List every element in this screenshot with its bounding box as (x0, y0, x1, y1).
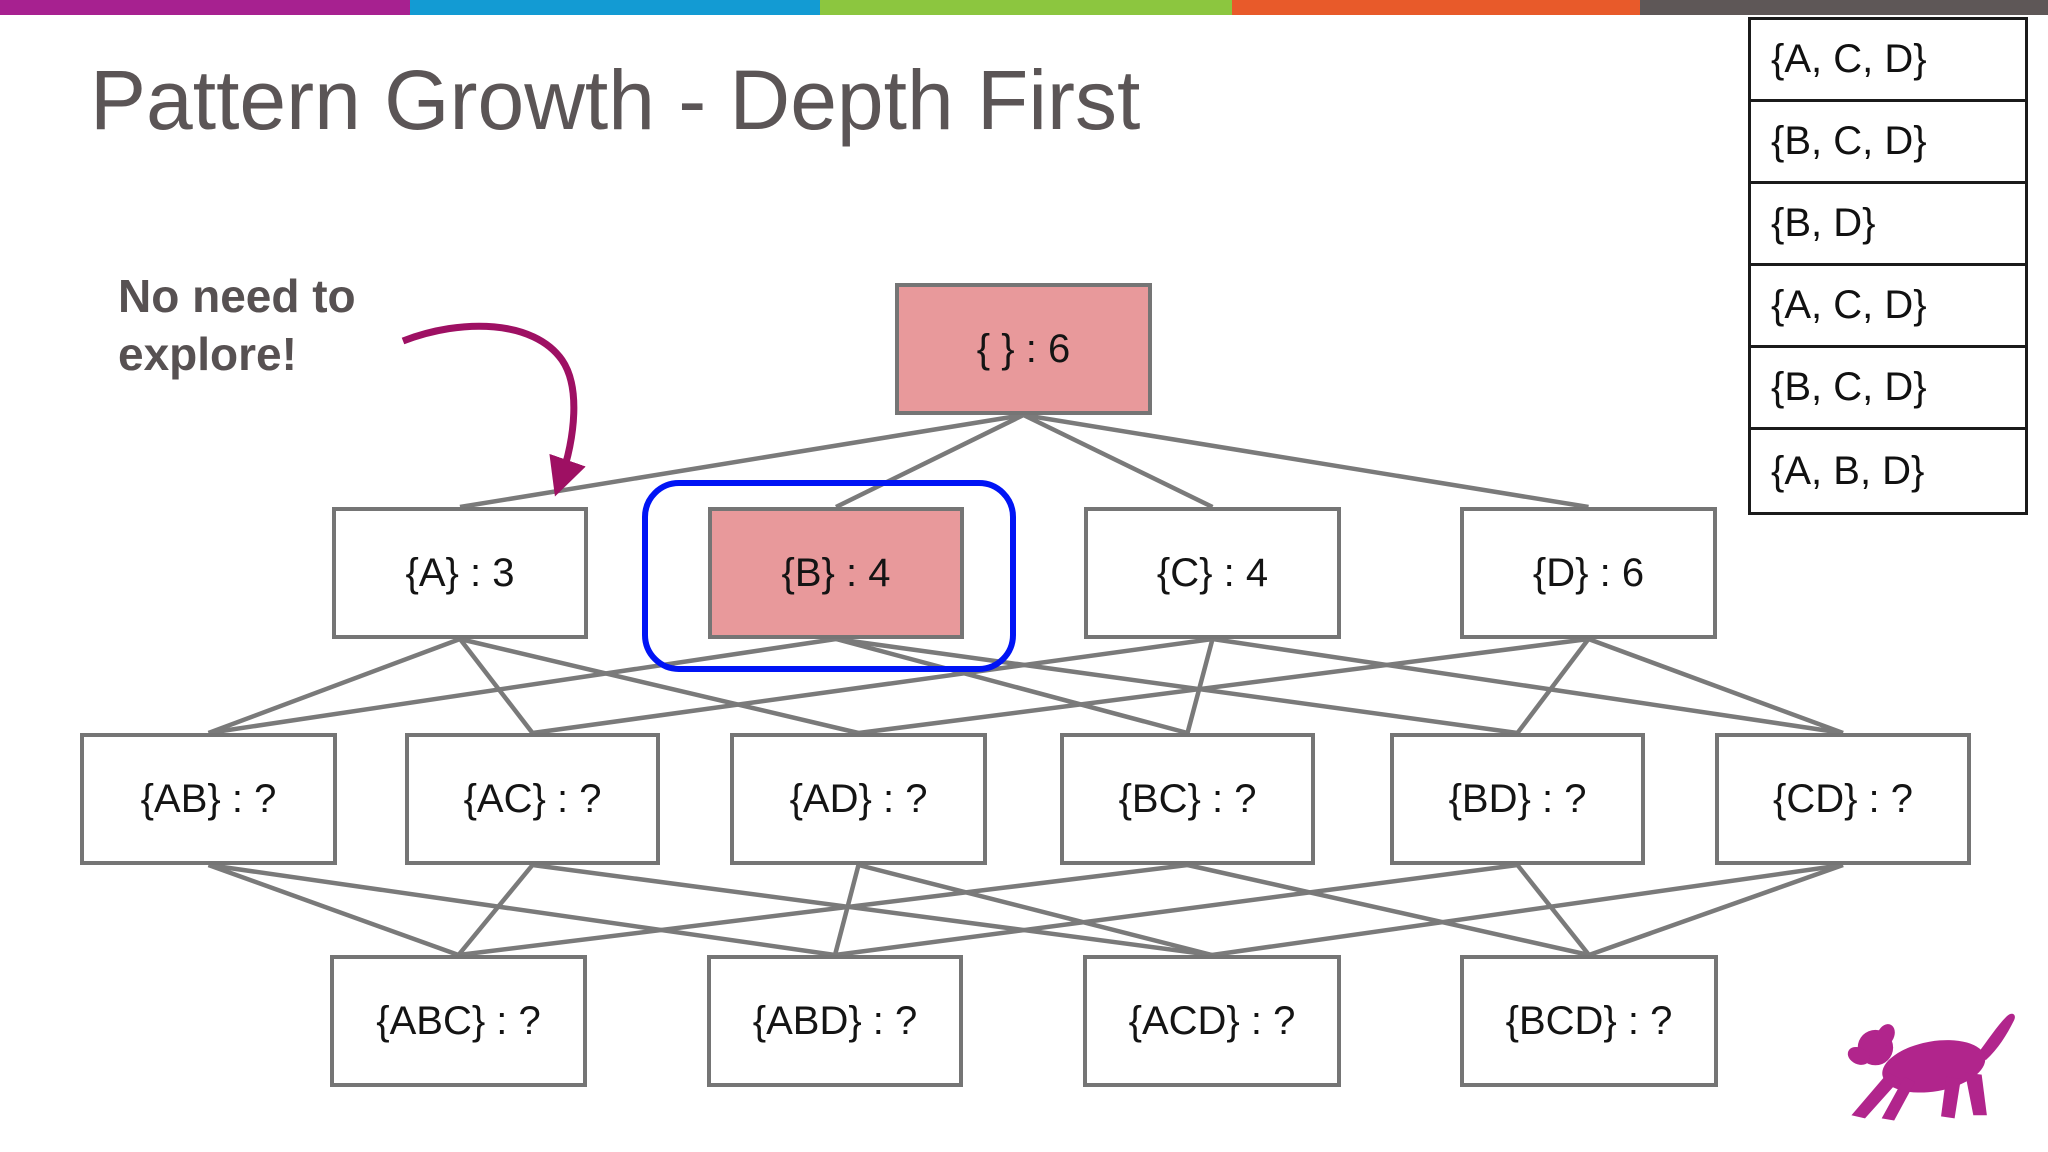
lattice-edge-root-D (1023, 412, 1589, 510)
transaction-row: {A, C, D} (1751, 20, 2025, 102)
lattice-edge-D-AD (858, 636, 1589, 736)
lattice-edge-A-AC (458, 637, 535, 735)
curved-arrow-icon (401, 322, 586, 497)
lattice-node-label: {A} : 3 (405, 550, 515, 595)
transaction-row: {B, C, D} (1751, 348, 2025, 430)
selection-highlight-box (642, 480, 1016, 672)
transaction-row: {B, C, D} (1751, 102, 2025, 184)
lattice-edge-BC-BCD (1187, 862, 1590, 958)
lattice-node-label: { } : 6 (976, 326, 1071, 371)
lattice-edge-B-BD (835, 636, 1518, 736)
lattice-edge-BD-BCD (1515, 863, 1591, 957)
dog-logo-icon (1847, 1013, 2015, 1121)
accent-bar-segment-purple (0, 0, 410, 15)
lattice-edge-B-AB (208, 636, 837, 736)
lattice-node-label: {BCD} : ? (1505, 998, 1673, 1043)
lattice-node-label: {BD} : ? (1448, 776, 1587, 821)
lattice-node-D: {D} : 6 (1460, 507, 1717, 639)
lattice-node-ABD: {ABD} : ? (707, 955, 963, 1087)
lattice-node-label: {ABD} : ? (752, 998, 918, 1043)
lattice-edge-A-AB (207, 636, 461, 736)
lattice-node-label: {AD} : ? (789, 776, 928, 821)
lattice-node-label: {CD} : ? (1772, 776, 1914, 821)
lattice-edge-C-CD (1212, 636, 1844, 736)
lattice-edge-BC-ABC (458, 862, 1188, 958)
lattice-node-label: {C} : 4 (1156, 550, 1269, 595)
lattice-node-label: {AB} : ? (140, 776, 277, 821)
lattice-edge-C-BC (1185, 638, 1215, 734)
no-need-to-explore-note: No need to explore! (118, 270, 356, 380)
accent-bar (0, 0, 2048, 15)
lattice-edge-root-B (835, 412, 1025, 510)
accent-bar-segment-orange (1232, 0, 1640, 15)
lattice-edge-root-C (1022, 412, 1214, 510)
lattice-edge-CD-ACD (1211, 862, 1844, 958)
lattice-edge-AB-ABC (207, 862, 460, 958)
lattice-node-ACD: {ACD} : ? (1083, 955, 1341, 1087)
lattice-node-root: { } : 6 (895, 283, 1152, 415)
transaction-row: {A, B, D} (1771, 448, 1925, 493)
lattice-node-label: {D} : 6 (1532, 550, 1645, 595)
lattice-node-label: {ABC} : ? (376, 998, 541, 1043)
lattice-edge-BD-ABD (834, 862, 1518, 958)
lattice-node-BC: {BC} : ? (1060, 733, 1315, 865)
lattice-node-BD: {BD} : ? (1390, 733, 1645, 865)
lattice-node-CD: {CD} : ? (1715, 733, 1971, 865)
lattice-node-AD: {AD} : ? (730, 733, 987, 865)
transaction-row: {B, D} (1751, 184, 2025, 266)
lattice-node-A: {A} : 3 (332, 507, 588, 639)
lattice-edge-AC-ABC (456, 863, 535, 957)
lattice-node-label: {BC} : ? (1118, 776, 1257, 821)
lattice-node-B: {B} : 4 (708, 507, 964, 639)
lattice-edge-D-CD (1587, 636, 1844, 736)
lattice-edge-AB-ABD (208, 862, 836, 958)
lattice-edge-AC-ACD (532, 862, 1213, 958)
lattice-node-AC: {AC} : ? (405, 733, 660, 865)
accent-bar-segment-green (820, 0, 1232, 15)
lattice-node-BCD: {BCD} : ? (1460, 955, 1718, 1087)
lattice-edge-D-BD (1515, 637, 1591, 735)
transaction-row: {A, C, D} (1751, 266, 2025, 348)
lattice-edge-AD-ACD (857, 862, 1213, 958)
accent-bar-segment-gray (1640, 0, 2048, 15)
lattice-node-label: {ACD} : ? (1128, 998, 1296, 1043)
lattice-node-AB: {AB} : ? (80, 733, 337, 865)
lattice-edge-AD-ABD (832, 864, 861, 956)
accent-bar-segment-blue (410, 0, 820, 15)
lattice-edge-C-AC (532, 636, 1213, 736)
page-title: Pattern Growth - Depth First (90, 53, 1141, 147)
transaction-table: {A, C, D}{B, C, D}{B, D}{A, C, D}{B, C, … (1748, 17, 2028, 515)
lattice-node-label: {B} : 4 (781, 550, 891, 595)
lattice-node-label: {AC} : ? (463, 776, 602, 821)
lattice-edge-B-BC (835, 636, 1189, 736)
lattice-edge-A-AD (459, 636, 860, 736)
lattice-node-C: {C} : 4 (1084, 507, 1341, 639)
lattice-node-ABC: {ABC} : ? (330, 955, 587, 1087)
lattice-edge-CD-BCD (1588, 862, 1844, 958)
